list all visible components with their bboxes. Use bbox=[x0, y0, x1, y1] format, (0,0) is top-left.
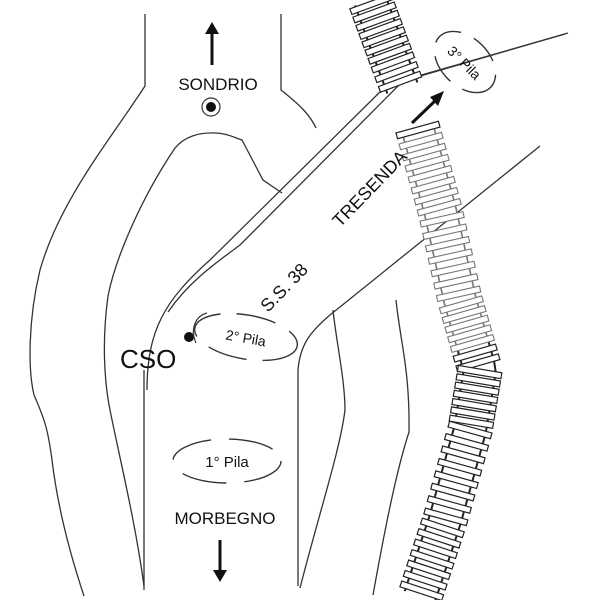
railway-tie bbox=[416, 527, 462, 549]
railway bbox=[349, 0, 503, 600]
pile-2-label: 2° Pila bbox=[224, 327, 267, 350]
label-cso: CSO bbox=[120, 344, 176, 374]
railway-tie bbox=[413, 186, 459, 206]
railway-tie bbox=[407, 164, 453, 184]
arrow-up-right-icon bbox=[410, 91, 444, 125]
railway-tie bbox=[449, 406, 496, 421]
railway-tie bbox=[410, 175, 456, 195]
railway-tie bbox=[436, 457, 483, 477]
railway-tie bbox=[419, 210, 465, 228]
railway-tie bbox=[422, 223, 468, 241]
right-middle-boundary bbox=[299, 309, 346, 589]
railway-tie bbox=[374, 60, 419, 84]
railway-tie bbox=[370, 51, 416, 74]
left-inner-boundary bbox=[107, 132, 283, 297]
railway-tie bbox=[426, 494, 473, 515]
railway-tie bbox=[402, 569, 448, 591]
railway-tie bbox=[424, 235, 471, 253]
railway-tie bbox=[446, 324, 493, 344]
railway-tie bbox=[440, 445, 486, 465]
railway-tie bbox=[435, 285, 482, 303]
railway-tie bbox=[456, 364, 503, 380]
railway-tie bbox=[433, 470, 479, 490]
railway-tie bbox=[430, 260, 476, 278]
right-outer-boundary bbox=[372, 299, 410, 596]
label-tresenda: TRESENDA bbox=[328, 146, 410, 230]
railway-tie bbox=[430, 482, 476, 502]
railway-tie bbox=[448, 414, 495, 429]
railway-tie bbox=[409, 548, 455, 570]
railway-tie bbox=[441, 304, 487, 325]
road-ss38-lower-edge bbox=[297, 145, 541, 586]
road-ss38-upper-edge bbox=[146, 32, 569, 391]
railway-tie bbox=[355, 9, 401, 32]
railway-tie bbox=[451, 397, 498, 413]
railway-tie bbox=[352, 1, 398, 24]
railway-tie bbox=[395, 120, 441, 140]
left-outer-boundary bbox=[29, 14, 146, 597]
pile-2: 2° Pila bbox=[193, 312, 299, 362]
pile-1: 1° Pila bbox=[172, 438, 282, 484]
sondrio-right-boundary bbox=[280, 14, 317, 129]
arrow-down-icon bbox=[213, 540, 227, 582]
cso-marker-icon bbox=[184, 312, 208, 344]
label-morbegno: MORBEGNO bbox=[174, 509, 275, 528]
railway-tie bbox=[447, 420, 493, 440]
railway-tie bbox=[377, 70, 423, 93]
railway-tie bbox=[419, 517, 466, 539]
railway-tie bbox=[433, 273, 479, 290]
label-ss38: S.S. 38 bbox=[256, 259, 311, 315]
arrow-up-icon bbox=[205, 22, 219, 65]
railway-tie bbox=[444, 314, 490, 334]
railway-tie bbox=[404, 153, 450, 173]
railway-tie bbox=[416, 197, 462, 217]
railway-tie bbox=[443, 432, 490, 452]
railway-tie bbox=[412, 538, 459, 560]
pile-3-label: 3° Pila bbox=[444, 43, 484, 83]
railway-tie bbox=[398, 131, 444, 151]
railway-tie bbox=[438, 295, 485, 315]
railway-tie bbox=[454, 381, 500, 396]
railway-tie bbox=[423, 507, 469, 527]
railway-tie bbox=[406, 559, 452, 581]
sondrio-marker-icon bbox=[201, 97, 221, 117]
railway-tie bbox=[349, 0, 394, 16]
railway-tie bbox=[401, 142, 447, 162]
railway-tie bbox=[452, 343, 498, 363]
left-inner-lower bbox=[103, 295, 145, 587]
railway-tie bbox=[399, 580, 445, 600]
pile-3: 3° Pila bbox=[433, 30, 497, 94]
railway-tie bbox=[367, 42, 413, 65]
road-ss38-upper-edge-line bbox=[167, 33, 566, 313]
label-sondrio: SONDRIO bbox=[178, 75, 257, 94]
railway-tie bbox=[452, 389, 499, 405]
pile-1-label: 1° Pila bbox=[205, 454, 249, 471]
railway-tie bbox=[364, 34, 410, 57]
railway-tie bbox=[358, 17, 404, 41]
railway-tie bbox=[455, 373, 502, 388]
railway-tie bbox=[361, 26, 407, 49]
railway-tie bbox=[449, 333, 496, 354]
railway-tie bbox=[427, 248, 474, 265]
